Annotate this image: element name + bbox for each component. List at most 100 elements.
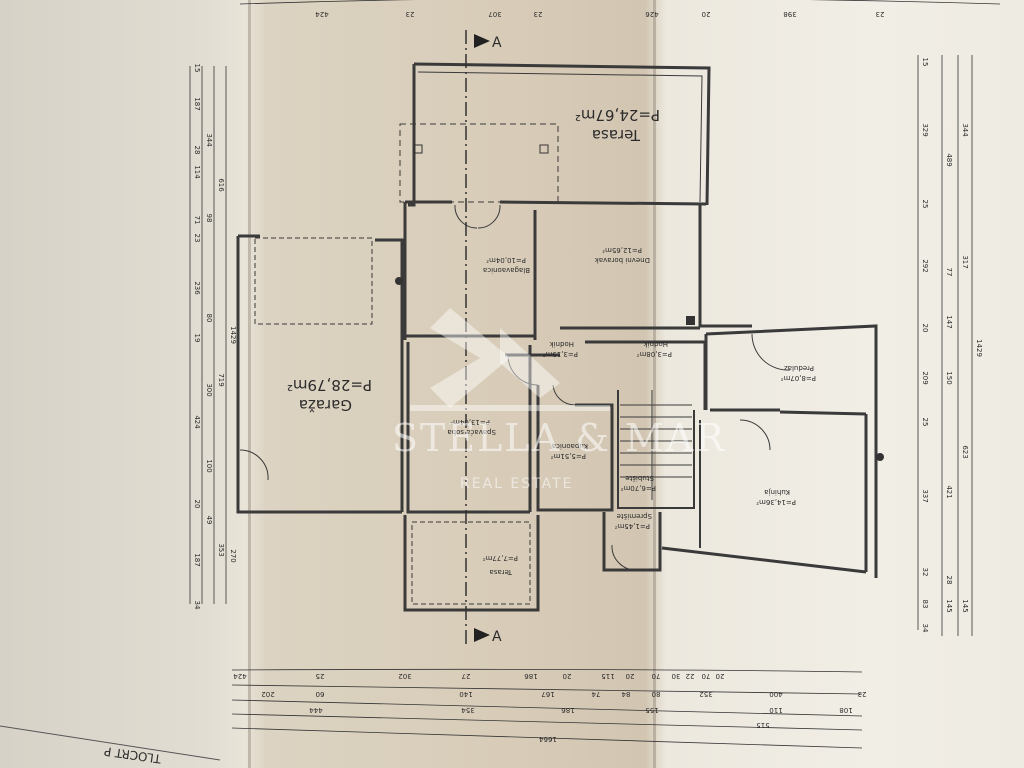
dimension-label: 270 [229, 549, 237, 562]
room-blagavaonica: Blagavaonica P=10,04m² [483, 256, 530, 274]
room-area: P=10,04m² [486, 256, 526, 264]
dimension-label: 23 [193, 234, 201, 243]
dimension-label: 444 [309, 706, 323, 714]
dimension-label: 1429 [975, 339, 983, 357]
dimension-label: 70 [652, 672, 661, 680]
dimension-label: 32 [921, 568, 929, 577]
wall-bedroom [406, 342, 530, 514]
chimney-garage [395, 277, 403, 285]
dimension-label: 100 [205, 459, 213, 472]
garage-overhead-door [254, 237, 373, 325]
title-text: TLOCRT P [103, 744, 163, 766]
dimension-label: 300 [205, 383, 213, 396]
room-stubiste: P=6,70m² Stubište [621, 474, 656, 492]
room-terasa-top: Terasa P=24,67m² [575, 106, 660, 144]
dimension-label: 187 [193, 553, 201, 566]
wall-terrace-inner [417, 71, 703, 203]
room-hodnik-2: P=3,08m² Hodnik [637, 340, 672, 358]
dimension-label: 623 [961, 445, 969, 458]
door-entrance [751, 333, 791, 371]
pergola-outline [399, 123, 559, 203]
room-name: Kupaonica [552, 442, 588, 450]
room-name: Garaža [299, 396, 352, 414]
dimension-label: 147 [945, 315, 953, 328]
wall-entrance-outer [705, 324, 878, 578]
room-predulaz: P=8,07m² Predulaz [781, 364, 816, 382]
room-name: Spavaća soba [447, 428, 496, 436]
room-area: P=6,70m² [621, 484, 656, 492]
dimension-label: 236 [193, 281, 201, 295]
dimension-label: 23 [534, 10, 543, 18]
dimension-label: 209 [921, 371, 929, 384]
room-area: P=3,08m² [637, 350, 672, 358]
section-letter-bottom: A [492, 629, 502, 645]
watermark-title: STELLA & MAR [392, 416, 726, 460]
dimension-label: 28 [945, 576, 953, 585]
room-area: P=12,65m² [602, 246, 642, 254]
dimension-label: 80 [205, 314, 213, 323]
door-storage [611, 544, 639, 571]
room-area: P=7,77m² [483, 554, 518, 562]
dimension-label: 34 [921, 624, 929, 633]
wall-living-right [698, 204, 752, 328]
wall-terrace-bottom [403, 515, 540, 612]
door-dining-b [477, 204, 501, 229]
wall-terrace-left [408, 64, 416, 207]
dimension-label: 344 [205, 133, 213, 147]
dimension-label: 25 [921, 200, 929, 209]
wall-garage-top-right [375, 238, 404, 512]
dimension-label: 424 [193, 415, 201, 429]
dimension-label: 84 [621, 690, 630, 698]
dimension-label: 25 [921, 418, 929, 427]
dimension-label: 20 [563, 672, 572, 680]
dimension-label: 352 [699, 690, 712, 698]
room-name: Kuhinja [764, 488, 790, 496]
room-area: P=24,67m² [575, 106, 660, 124]
dimension-label: 489 [945, 153, 953, 166]
dimension-label: 71 [193, 216, 201, 225]
room-area: P=1,45m² [615, 522, 650, 530]
room-name: Blagavaonica [483, 266, 530, 274]
room-name: Spremište [617, 512, 652, 520]
room-spavaca: Spavaća soba P=13,04m² [447, 418, 496, 436]
dimension-label: 22 [686, 672, 695, 680]
dimension-label: 1664 [539, 735, 557, 743]
door-bath [552, 384, 576, 406]
dimension-label: 329 [921, 123, 929, 136]
watermark-subtitle: REAL ESTATE [460, 476, 574, 492]
wall-dining-top-b [499, 200, 707, 206]
wall-bathroom [536, 385, 614, 512]
room-name: Stubište [625, 474, 654, 482]
section-mark-bottom: A [474, 628, 502, 645]
room-area: P=28,79m² [287, 376, 372, 394]
chimney-kitchen [876, 453, 884, 461]
room-hodnik-1: P=3,19m² Hodnik [543, 340, 578, 358]
dimension-label: 337 [921, 489, 929, 502]
room-area: P=13,04m² [450, 418, 490, 426]
dimension-label: 80 [652, 690, 661, 698]
dimension-label: 114 [193, 165, 201, 179]
dimension-label: 424 [233, 672, 247, 680]
room-area: P=3,19m² [543, 350, 578, 358]
dimension-label: 424 [315, 10, 329, 18]
dimension-label: 145 [961, 599, 969, 612]
dimension-label: 115 [601, 672, 614, 680]
room-name: Predulaz [784, 364, 814, 372]
dimension-label: 187 [193, 97, 201, 110]
dimension-label: 145 [945, 599, 953, 612]
dimension-label: 83 [921, 600, 929, 609]
room-area: P=14,36m² [756, 498, 796, 506]
column-left [413, 144, 423, 154]
room-terasa-bottom: Terasa P=7,77m² [483, 554, 518, 576]
door-swings [239, 204, 791, 571]
dimension-label: 140 [459, 690, 472, 698]
wall-terrace-outer [413, 62, 711, 206]
dimension-label: 167 [541, 690, 554, 698]
terrace-bottom-outline [411, 521, 531, 605]
wall-garage-outer [236, 236, 402, 514]
dimension-label: 398 [783, 10, 796, 18]
dimension-label: 70 [702, 672, 711, 680]
